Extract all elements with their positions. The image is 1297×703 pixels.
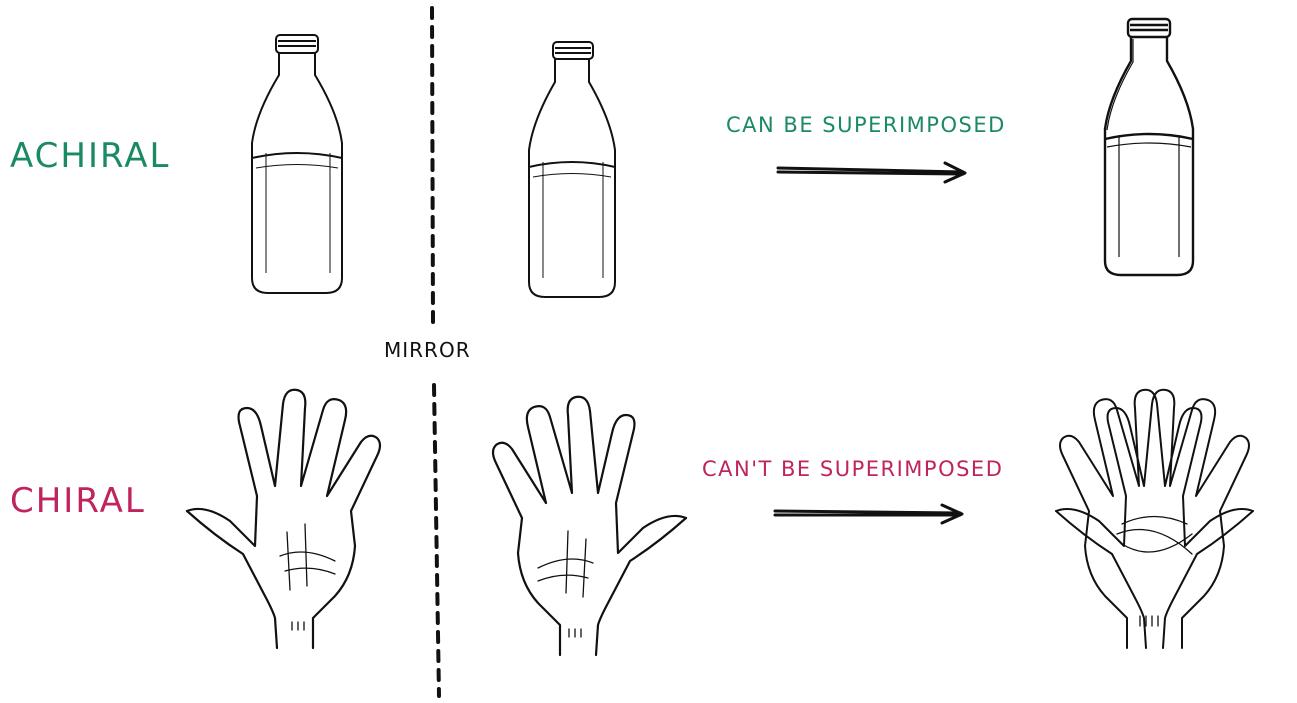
superimpose-arrow-chiral-icon: [773, 503, 964, 525]
achiral-caption: CAN BE SUPERIMPOSED: [726, 113, 1006, 137]
bottle-original-icon: [251, 34, 343, 294]
hand-original-icon: [185, 388, 382, 650]
mirror-label: MIRROR: [384, 338, 471, 362]
hands-superimposed-icon: [1055, 388, 1254, 649]
achiral-label: ACHIRAL: [10, 136, 171, 176]
bottle-superimposed-icon: [1103, 17, 1195, 277]
superimpose-arrow-achiral-icon: [776, 161, 967, 184]
chiral-label: CHIRAL: [10, 481, 146, 521]
chiral-caption: CAN'T BE SUPERIMPOSED: [702, 457, 1004, 481]
hand-mirror-icon: [491, 395, 688, 657]
bottle-mirror-icon: [528, 41, 616, 298]
